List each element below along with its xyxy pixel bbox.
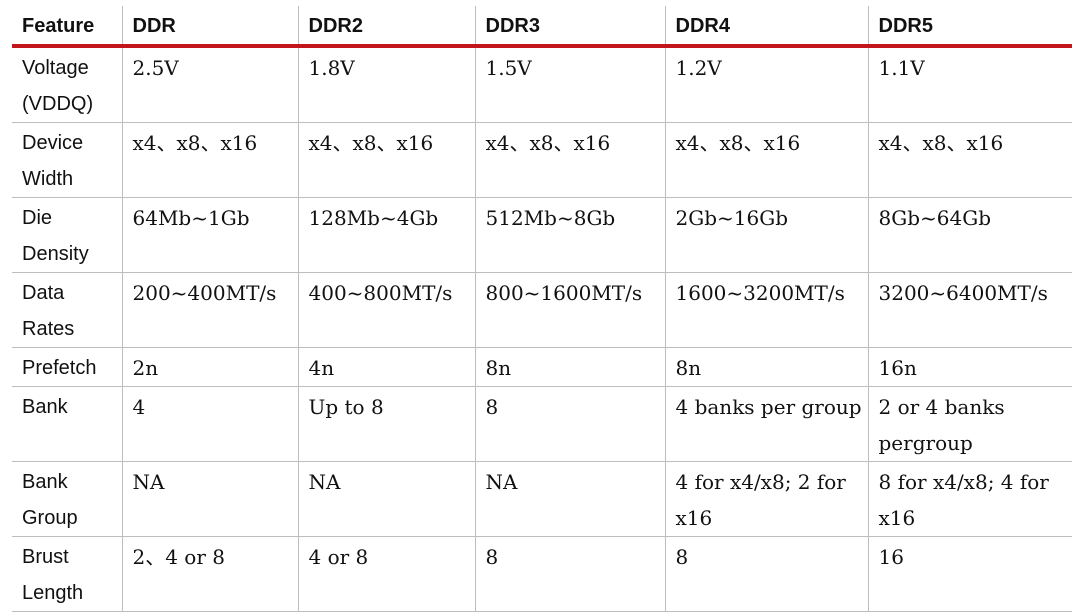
- row-label: Voltage (VDDQ): [12, 45, 123, 123]
- row-label: Prefetch: [12, 347, 123, 387]
- table-cell: x4、x8、x16: [474, 122, 666, 198]
- table-cell: 4 or 8: [297, 536, 476, 612]
- table-cell: 4: [121, 386, 299, 462]
- header-feature: Feature: [12, 6, 123, 48]
- row-label: Brust Length: [12, 536, 123, 612]
- header-ddr4: DDR4: [664, 6, 869, 48]
- table-cell: 2Gb~16Gb: [664, 197, 869, 273]
- header-row: Feature DDR DDR2 DDR3 DDR4 DDR5: [12, 6, 1072, 48]
- row-label: Bank Group: [12, 461, 123, 537]
- row-label: Device Width: [12, 122, 123, 198]
- ddr-comparison-table: Feature DDR DDR2 DDR3 DDR4 DDR5 Voltage …: [12, 6, 1072, 612]
- table-cell: 8n: [474, 347, 666, 387]
- table-row-prefetch: Prefetch 2n 4n 8n 8n 16n: [12, 347, 1072, 387]
- header-ddr: DDR: [121, 6, 299, 48]
- table-cell: 200~400MT/s: [121, 272, 299, 348]
- table-cell: 128Mb~4Gb: [297, 197, 476, 273]
- table-cell: 64Mb~1Gb: [121, 197, 299, 273]
- table-row-voltage: Voltage (VDDQ) 2.5V 1.8V 1.5V 1.2V 1.1V: [12, 45, 1072, 123]
- row-label: Data Rates: [12, 272, 123, 348]
- table-cell: 2 or 4 banks pergroup: [867, 386, 1072, 462]
- row-label: Bank: [12, 386, 123, 462]
- table-cell: 1.1V: [867, 45, 1072, 123]
- table-cell: 800~1600MT/s: [474, 272, 666, 348]
- table-cell: 2、4 or 8: [121, 536, 299, 612]
- table-cell: 8n: [664, 347, 869, 387]
- table-cell: 400~800MT/s: [297, 272, 476, 348]
- table-row-data-rates: Data Rates 200~400MT/s 400~800MT/s 800~1…: [12, 272, 1072, 348]
- table-cell: 8: [664, 536, 869, 612]
- table-cell: 8 for x4/x8; 4 for x16: [867, 461, 1072, 537]
- header-ddr5: DDR5: [867, 6, 1072, 48]
- table-row-bank-group: Bank Group NA NA NA 4 for x4/x8; 2 for x…: [12, 461, 1072, 537]
- table-row-bank: Bank 4 Up to 8 8 4 banks per group 2 or …: [12, 386, 1072, 462]
- table-cell: 8: [474, 536, 666, 612]
- table-cell: 2n: [121, 347, 299, 387]
- table-cell: NA: [474, 461, 666, 537]
- table-cell: x4、x8、x16: [664, 122, 869, 198]
- table-cell: 512Mb~8Gb: [474, 197, 666, 273]
- row-label: Die Density: [12, 197, 123, 273]
- table-cell: 8: [474, 386, 666, 462]
- table-cell: 4 for x4/x8; 2 for x16: [664, 461, 869, 537]
- table-cell: NA: [297, 461, 476, 537]
- header-ddr2: DDR2: [297, 6, 476, 48]
- table-cell: 8Gb~64Gb: [867, 197, 1072, 273]
- table-cell: 16: [867, 536, 1072, 612]
- table-cell: x4、x8、x16: [297, 122, 476, 198]
- table-cell: NA: [121, 461, 299, 537]
- table-cell: 1.5V: [474, 45, 666, 123]
- table-row-die-density: Die Density 64Mb~1Gb 128Mb~4Gb 512Mb~8Gb…: [12, 197, 1072, 273]
- table-cell: 16n: [867, 347, 1072, 387]
- table-cell: 4 banks per group: [664, 386, 869, 462]
- table-row-device-width: Device Width x4、x8、x16 x4、x8、x16 x4、x8、x…: [12, 122, 1072, 198]
- table-row-brust-length: Brust Length 2、4 or 8 4 or 8 8 8 16: [12, 536, 1072, 612]
- table-cell: 1.8V: [297, 45, 476, 123]
- table-cell: 3200~6400MT/s: [867, 272, 1072, 348]
- table-cell: 1.2V: [664, 45, 869, 123]
- table-cell: 1600~3200MT/s: [664, 272, 869, 348]
- table-cell: Up to 8: [297, 386, 476, 462]
- table-cell: x4、x8、x16: [867, 122, 1072, 198]
- table-cell: x4、x8、x16: [121, 122, 299, 198]
- table-cell: 2.5V: [121, 45, 299, 123]
- table-cell: 4n: [297, 347, 476, 387]
- header-ddr3: DDR3: [474, 6, 666, 48]
